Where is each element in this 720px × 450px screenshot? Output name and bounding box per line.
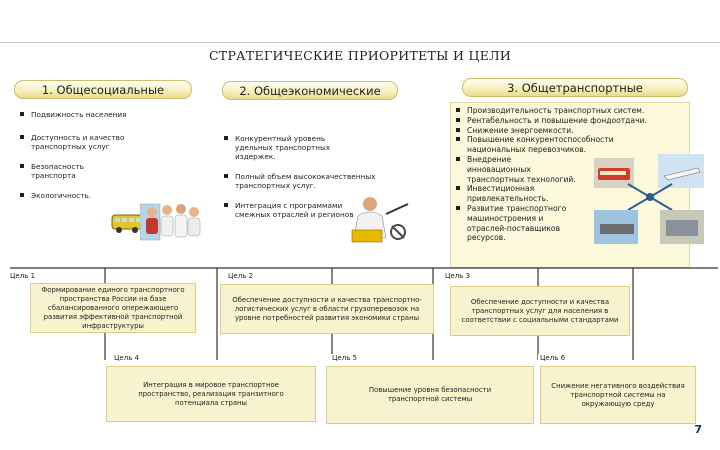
transport-panel bbox=[450, 102, 690, 268]
worker-icon bbox=[351, 197, 409, 243]
goal-label-3: Цель 3 bbox=[443, 272, 473, 280]
page-number: 7 bbox=[694, 423, 702, 436]
page-title: СТРАТЕГИЧЕСКИЕ ПРИОРИТЕТЫ И ЦЕЛИ bbox=[208, 48, 512, 63]
social-priorities-list: Подвижность населения Доступность и каче… bbox=[20, 110, 210, 205]
goal-label-4: Цель 4 bbox=[112, 354, 142, 362]
list-item: Снижение энергоемкости. bbox=[456, 126, 688, 136]
list-item: Развитие транспортного машиностроения и … bbox=[456, 204, 581, 243]
goal-box-1: Формирование единого транспортного прост… bbox=[30, 283, 196, 333]
category-header-transport: 3. Общетранспортные bbox=[462, 78, 688, 97]
list-item: Конкурентный уровень удельных транспортн… bbox=[224, 134, 364, 161]
list-item: Производительность транспортных систем. bbox=[456, 106, 688, 116]
goal-box-6: Снижение негативного воздействия транспо… bbox=[540, 366, 696, 424]
list-item: Инвестиционная привлекательность. bbox=[456, 184, 576, 204]
people-icon bbox=[140, 203, 201, 241]
category-header-economic: 2. Общеэкономические bbox=[222, 81, 398, 100]
title-rule bbox=[0, 42, 720, 43]
category-header-social: 1. Общесоциальные bbox=[14, 80, 192, 99]
goal-label-6: Цель 6 bbox=[538, 354, 568, 362]
goal-box-3: Обеспечение доступности и качества транс… bbox=[450, 286, 630, 336]
economic-priorities-list: Конкурентный уровень удельных транспортн… bbox=[224, 134, 389, 224]
goal-box-5: Повышение уровня безопасности транспортн… bbox=[326, 366, 534, 424]
goal-box-4: Интеграция в мировое транспортное простр… bbox=[106, 366, 316, 422]
goal-label-5: Цель 5 bbox=[330, 354, 360, 362]
list-item: Рентабельность и повышение фондоотдачи. bbox=[456, 116, 688, 126]
goal-label-2: Цель 2 bbox=[226, 272, 256, 280]
goal-box-2: Обеспечение доступности и качества транс… bbox=[220, 284, 434, 334]
list-item: Повышение конкурентоспособности национал… bbox=[456, 135, 616, 155]
transport-priorities-list: Производительность транспортных систем. … bbox=[456, 106, 688, 243]
list-item: Экологичность. bbox=[20, 191, 210, 200]
goal-label-1: Цель 1 bbox=[8, 272, 38, 280]
bus-icon bbox=[111, 214, 143, 233]
list-item: Подвижность населения bbox=[20, 110, 210, 119]
list-item: Доступность и качество транспортных услу… bbox=[20, 133, 140, 151]
list-item: Интеграция с программами смежных отрасле… bbox=[224, 201, 369, 219]
transport-photo-collage bbox=[594, 154, 704, 244]
list-item: Полный объем высококачественных транспор… bbox=[224, 172, 379, 190]
list-item: Безопасность транспорта bbox=[20, 162, 120, 180]
list-item: Внедрение инновационных транспортных тех… bbox=[456, 155, 576, 184]
